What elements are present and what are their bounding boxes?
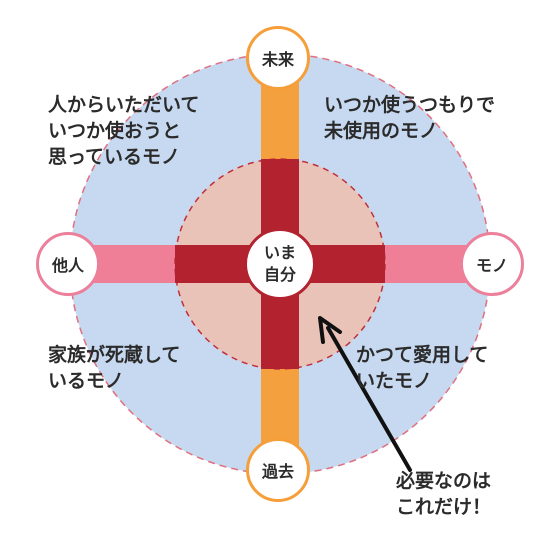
quadrant-bottom-left-text: 家族が死蔵して いるモノ: [48, 344, 181, 392]
callout-arrow-head: [318, 316, 342, 344]
node-future-label: 未来: [261, 50, 294, 69]
node-self-now: いま 自分: [244, 228, 316, 300]
node-future: 未来: [246, 26, 310, 90]
callout-arrow-line: [326, 326, 412, 472]
node-past: 過去: [246, 438, 310, 502]
node-others-label: 他人: [51, 256, 84, 275]
callout-text: 必要なのは これだけ！: [396, 470, 492, 518]
node-others: 他人: [36, 232, 100, 296]
quadrant-bottom-right-text: かつて愛用して いたモノ: [356, 344, 489, 392]
node-things-label: モノ: [475, 256, 508, 275]
node-past-label: 過去: [261, 462, 294, 481]
quadrant-top-right-text: いつか使うつもりで 未使用のモノ: [324, 94, 496, 142]
node-center-line2: 自分: [263, 265, 296, 284]
node-things: モノ: [460, 232, 524, 296]
quadrant-top-left-text: 人からいただいて いつか使おうと 思っているモノ: [48, 94, 200, 168]
node-center-line1: いま: [263, 243, 296, 262]
